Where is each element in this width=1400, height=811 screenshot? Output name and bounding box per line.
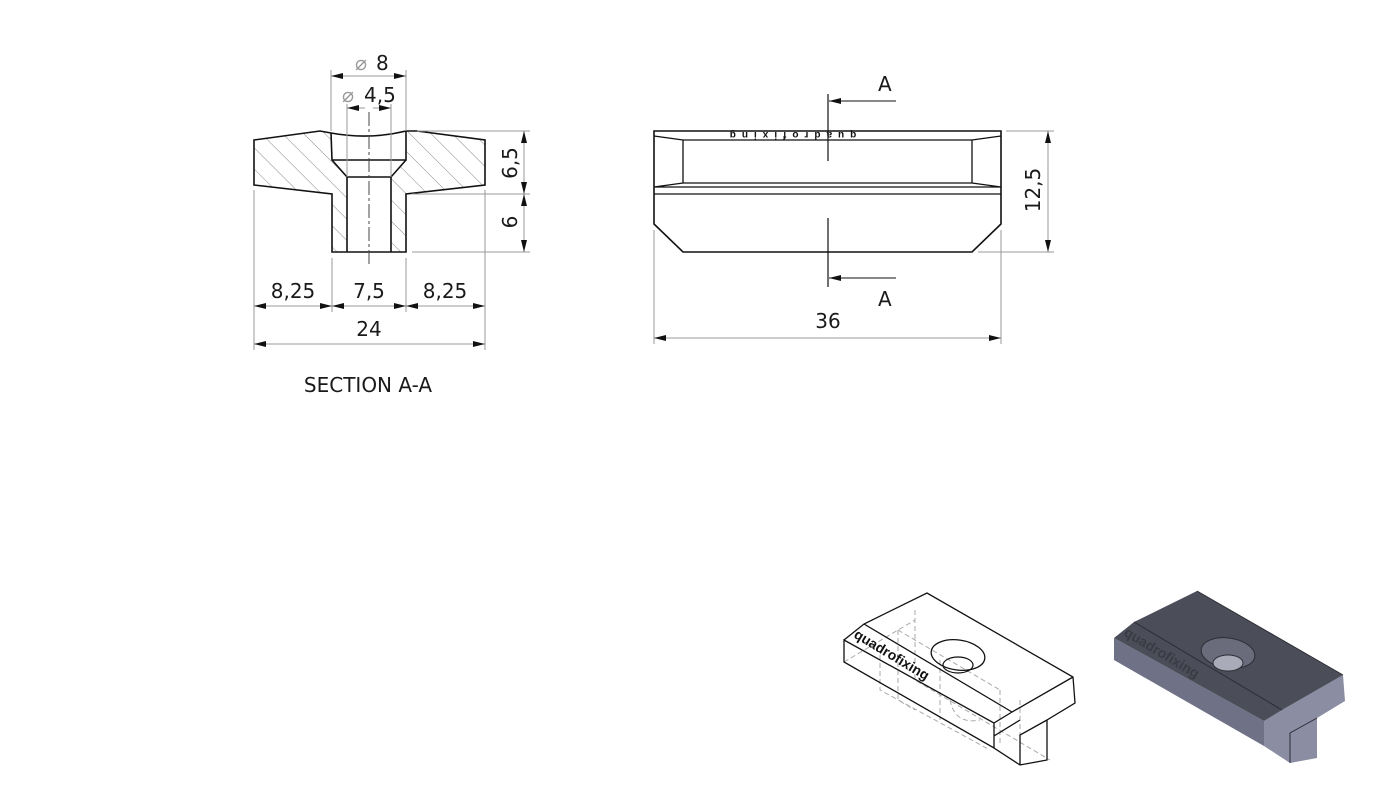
wireframe-outline <box>843 592 1076 766</box>
dim-left-width: 8,25 <box>271 279 316 303</box>
hidden-lines <box>843 610 1051 761</box>
diameter-symbol-4-5: ⌀ <box>342 83 354 107</box>
engraving-text: quadrofixing <box>724 129 857 140</box>
section-marker-bottom: A <box>878 287 892 311</box>
dim-length: 36 <box>815 309 840 333</box>
iso-wireframe-view: quadrofixing <box>843 592 1076 766</box>
counterbore-ellipse <box>930 639 986 671</box>
bore-ellipse <box>942 656 974 674</box>
dim-outer-diameter: 8 <box>376 51 389 75</box>
section-title: SECTION A-A <box>304 373 432 397</box>
front-outline <box>653 130 1002 253</box>
wireframe-logo: quadrofixing <box>851 626 932 683</box>
dim-stem-height: 6 <box>498 216 522 229</box>
section-view: ⌀ 8 ⌀ 4,5 6,5 6 8,25 7,5 8,25 24 SECTION… <box>253 51 530 397</box>
shaded-front-face <box>1114 638 1264 746</box>
section-outline <box>253 130 486 253</box>
shaded-bore <box>1212 654 1244 672</box>
dim-right-width: 8,25 <box>423 279 468 303</box>
dim-height: 12,5 <box>1021 168 1045 213</box>
dim-hole-diameter: 4,5 <box>364 83 396 107</box>
dimension-lines <box>253 70 530 350</box>
shaded-edges <box>1133 590 1344 763</box>
dim-stem-width: 7,5 <box>353 279 385 303</box>
section-marker-top: A <box>878 72 892 96</box>
dim-flange-height: 6,5 <box>498 147 522 179</box>
iso-shaded-view: quadrofixing <box>1114 590 1345 763</box>
shaded-end-face <box>1264 675 1345 763</box>
front-view: quadrofixing A A 12,5 36 <box>653 72 1054 344</box>
dim-total-width: 24 <box>356 317 381 341</box>
diameter-symbol-8: ⌀ <box>355 51 367 75</box>
